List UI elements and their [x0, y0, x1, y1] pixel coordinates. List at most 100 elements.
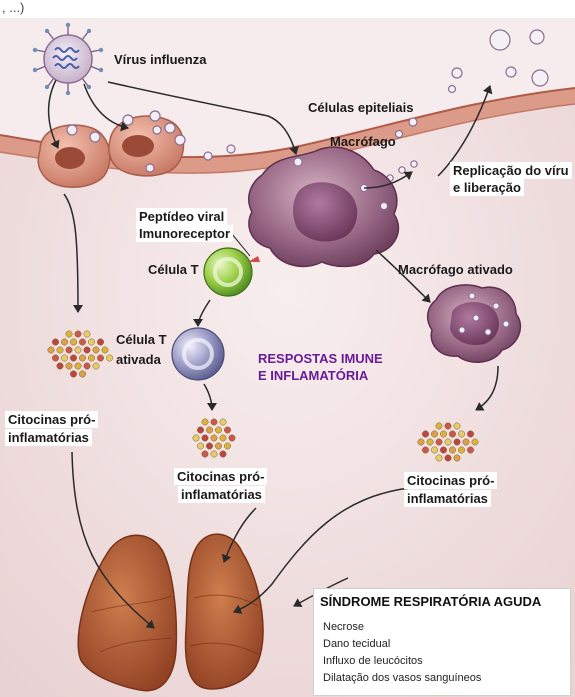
cytokine-dot [97, 355, 103, 361]
cytokine-dot [418, 439, 424, 445]
cytokine-dot [84, 331, 90, 337]
cytokine-dot [197, 427, 203, 433]
cytokine-dot [93, 363, 99, 369]
cytokine-dot [454, 423, 460, 429]
cytokine-dot [106, 355, 112, 361]
cytokine-dot [449, 447, 455, 453]
center-title-line-1: RESPOSTAS IMUNE [258, 350, 383, 367]
cytokine-dot [84, 363, 90, 369]
syndrome-box: SÍNDROME RESPIRATÓRIA AGUDA Necrose Dano… [313, 588, 571, 696]
cytokine-dot [458, 431, 464, 437]
cytokine-dot [202, 419, 208, 425]
label-immunoreceptor: Imunoreceptor [136, 225, 233, 242]
cytokine-dot [206, 443, 212, 449]
cytokine-dot [445, 423, 451, 429]
label-replication-2: e liberação [450, 179, 524, 196]
cytokine-dot [202, 435, 208, 441]
cytokine-dot [427, 439, 433, 445]
cytokine-dot [70, 371, 76, 377]
cytokine-dot [70, 355, 76, 361]
cytokine-dot [66, 347, 72, 353]
label-top-partial: , ...) [2, 0, 24, 15]
label-activated-t-1: Célula T [116, 332, 167, 347]
cytokine-dot [57, 347, 63, 353]
center-title: RESPOSTAS IMUNE E INFLAMATÓRIA [258, 350, 383, 384]
syndrome-item-tissue-damage: Dano tecidual [323, 636, 481, 653]
cytokine-dot [61, 355, 67, 361]
cytokine-dot [445, 439, 451, 445]
cytokine-dot [52, 355, 58, 361]
activated-t-cell [172, 328, 224, 380]
cytokine-dot [206, 427, 212, 433]
cytokine-dot [202, 451, 208, 457]
syndrome-item-vasodilation: Dilatação dos vasos sanguíneos [323, 670, 481, 687]
label-replication-1: Replicação do víru [450, 162, 572, 179]
cytokine-dot [422, 447, 428, 453]
cytokine-dot [229, 435, 235, 441]
cytokine-dot [93, 347, 99, 353]
cytokine-dot [215, 427, 221, 433]
cytokine-dot [193, 435, 199, 441]
cytokine-dot [436, 423, 442, 429]
cytokine-dot [431, 431, 437, 437]
label-epithelial: Células epiteliais [308, 100, 414, 115]
cytokine-dot [66, 331, 72, 337]
cytokine-dot [458, 447, 464, 453]
cytokine-dot [463, 439, 469, 445]
center-title-line-2: E INFLAMATÓRIA [258, 367, 383, 384]
cytokine-dot [220, 451, 226, 457]
cytokine-dot [197, 443, 203, 449]
cytokine-dot [84, 347, 90, 353]
syndrome-list: Necrose Dano tecidual Influxo de leucóci… [323, 619, 481, 687]
cytokine-dot [467, 431, 473, 437]
cytokine-dot [224, 427, 230, 433]
label-activated-macrophage: Macrófago ativado [398, 262, 513, 277]
cytokine-dot [422, 431, 428, 437]
cytokine-dot [79, 355, 85, 361]
cytokine-dot [48, 347, 54, 353]
label-macrophage: Macrófago [330, 134, 396, 149]
cytokine-dot [75, 363, 81, 369]
cytokine-dot [436, 439, 442, 445]
cytokine-dot [431, 447, 437, 453]
cytokine-dot [436, 455, 442, 461]
cytokine-dot [220, 435, 226, 441]
cytokine-dot [211, 435, 217, 441]
cytokine-dot [79, 339, 85, 345]
cytokine-dot [61, 339, 67, 345]
cytokine-dot [445, 455, 451, 461]
label-viral-peptide: Peptídeo viral [136, 208, 227, 225]
cytokine-dot [97, 339, 103, 345]
cytokine-dot [220, 419, 226, 425]
label-cytokines-mid-1: Citocinas pró- [174, 468, 267, 485]
label-cytokines-left-2: inflamatórias [5, 429, 92, 446]
cytokine-dot [449, 431, 455, 437]
label-cytokines-mid-2: inflamatórias [178, 486, 265, 503]
cytokine-dot [467, 447, 473, 453]
label-activated-t-2: ativada [116, 352, 161, 367]
cytokine-dot [52, 339, 58, 345]
label-t-cell: Célula T [148, 262, 199, 277]
label-cytokines-right-1: Citocinas pró- [404, 472, 497, 489]
cytokine-dot [224, 443, 230, 449]
label-virus: Vírus influenza [114, 52, 206, 67]
cytokine-dot [472, 439, 478, 445]
cytokine-dot [79, 371, 85, 377]
cytokine-dot [70, 339, 76, 345]
label-cytokines-right-2: inflamatórias [404, 490, 491, 507]
cytokine-dot [454, 439, 460, 445]
cytokine-dot [102, 347, 108, 353]
cytokine-dot [215, 443, 221, 449]
cytokine-dot [57, 363, 63, 369]
syndrome-item-necrosis: Necrose [323, 619, 481, 636]
cytokine-dot [88, 355, 94, 361]
label-cytokines-left-1: Citocinas pró- [5, 411, 98, 428]
cytokine-dot [66, 363, 72, 369]
syndrome-item-leukocyte-influx: Influxo de leucócitos [323, 653, 481, 670]
cytokine-dot [211, 419, 217, 425]
cytokine-dot [75, 347, 81, 353]
cytokine-dot [440, 447, 446, 453]
cytokine-dot [440, 431, 446, 437]
cytokine-dot [211, 451, 217, 457]
